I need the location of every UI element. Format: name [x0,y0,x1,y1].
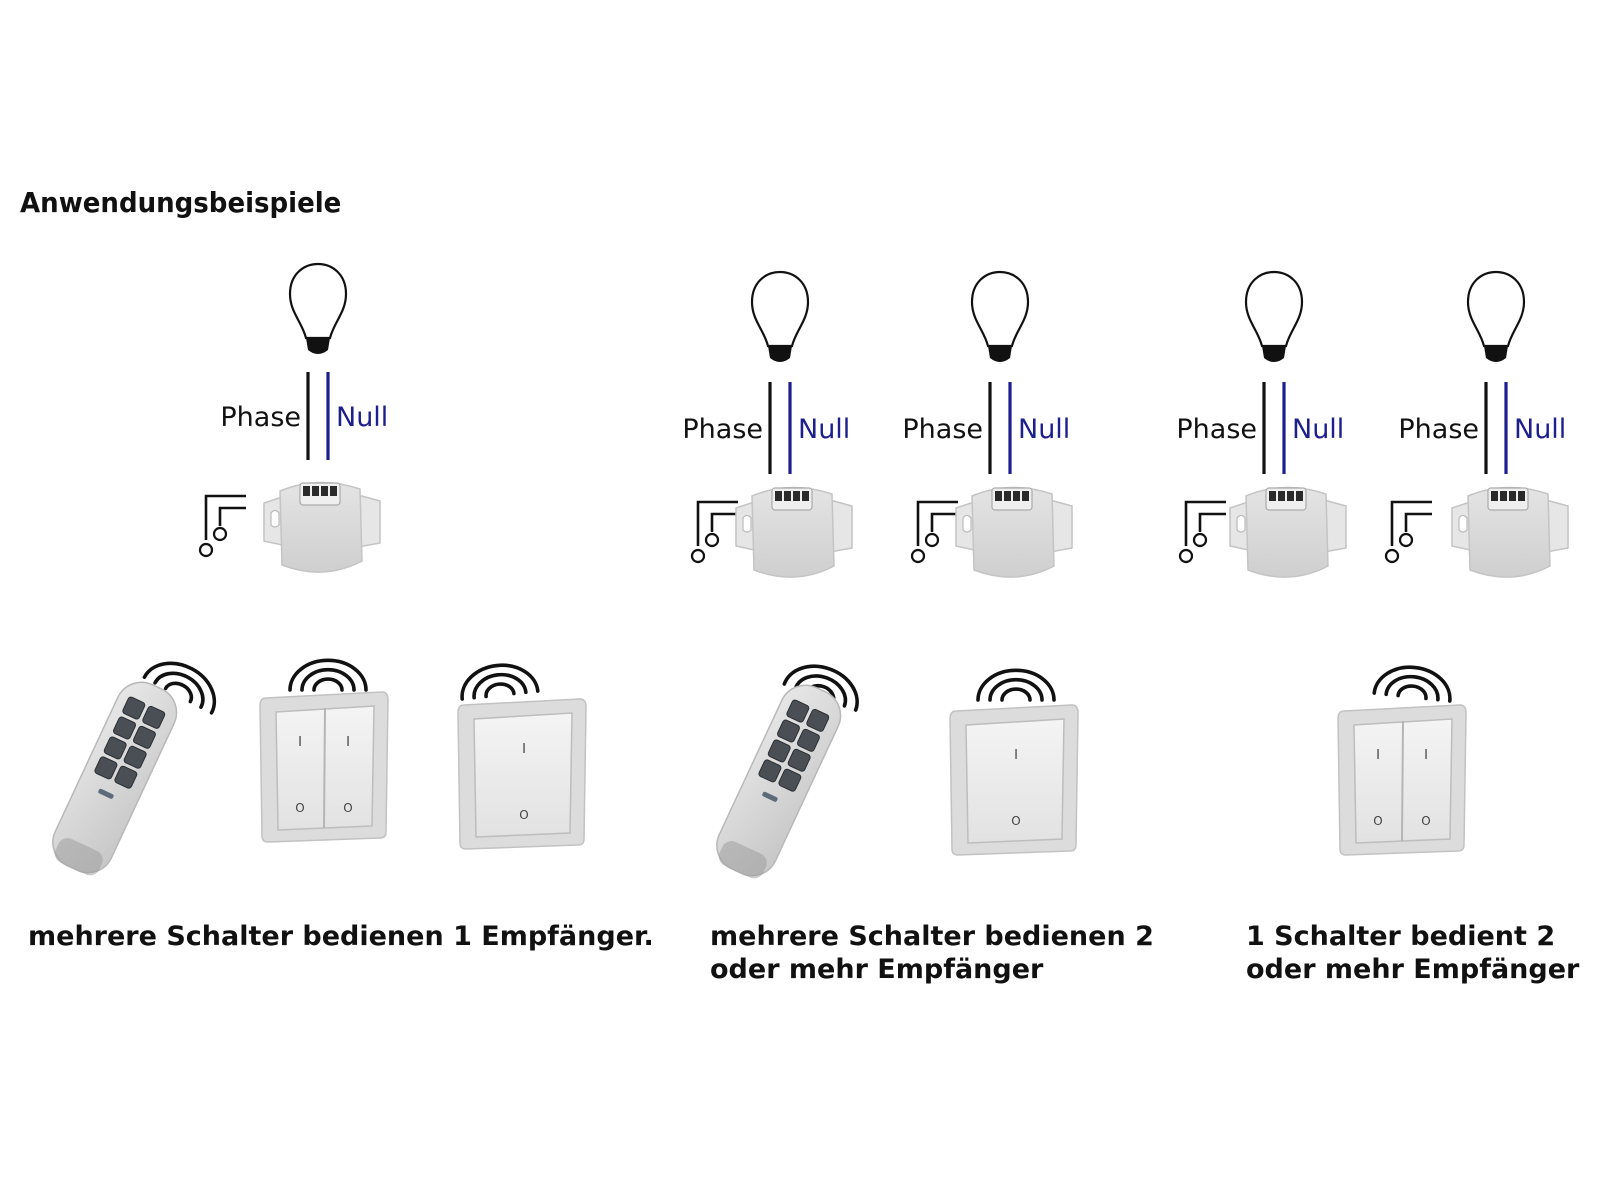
flush-mount-receiver [955,486,1073,578]
remote-key [777,719,800,743]
null-label: Null [1514,414,1566,445]
remote-key [103,736,127,760]
light-bulb-icon [288,262,348,354]
on-mark: I [1014,748,1018,763]
remote-key [786,699,810,723]
single-wall-switch: IO [949,704,1079,856]
remote-key [114,765,138,789]
caption-example-2: mehrere Schalter bedienen 2 oder mehr Em… [710,920,1154,986]
off-mark: O [1011,814,1020,828]
remote-key [796,728,820,752]
double-wall-switch: I O I O [1337,704,1467,856]
remote-key [778,768,802,792]
switch-contact-symbol-icon [910,500,958,564]
switch-contact-symbol-icon [198,494,246,558]
phase-label: Phase [1176,414,1257,445]
null-label: Null [1292,414,1344,445]
on-mark: I [1376,748,1380,763]
caption-line: mehrere Schalter bedienen 1 Empfänger. [28,921,654,952]
null-label: Null [1018,414,1070,445]
off-mark: O [343,801,352,815]
null-label: Null [336,402,388,433]
remote-key [787,748,811,772]
flush-mount-receiver [735,486,853,578]
on-mark: I [1424,748,1428,763]
off-mark: O [295,801,304,815]
caption-example-3: 1 Schalter bedient 2 oder mehr Empfänger [1246,920,1579,986]
phase-label: Phase [902,414,983,445]
caption-line: mehrere Schalter bedienen 2 [710,921,1154,952]
flush-mount-receiver [1229,486,1347,578]
wire-pair: Phase Null [682,382,850,474]
on-mark: I [346,735,350,750]
remote-key [122,696,146,720]
led-indicator [762,791,778,802]
radio-waves-icon [976,668,1056,702]
light-bulb-icon [750,270,810,362]
flush-mount-receiver [263,481,381,573]
remote-key [142,705,166,729]
remote-key [758,759,782,783]
flush-mount-receiver [1451,486,1569,578]
light-bulb-icon [970,270,1030,362]
switch-contact-symbol-icon [1178,500,1226,564]
caption-line: oder mehr Empfänger [710,954,1044,985]
off-mark: O [1373,814,1382,828]
caption-example-1: mehrere Schalter bedienen 1 Empfänger. [28,920,654,953]
double-wall-switch: I O I O [259,691,389,843]
remote-key [113,716,136,740]
off-mark: O [519,808,528,822]
caption-line: 1 Schalter bedient 2 [1246,921,1556,952]
null-label: Null [798,414,850,445]
off-mark: O [1421,814,1430,828]
led-indicator [98,788,114,799]
remote-key [132,725,156,749]
radio-waves-icon [288,658,368,692]
radio-waves-icon [1372,665,1452,703]
remote-key [123,745,147,769]
caption-line: oder mehr Empfänger [1246,954,1580,985]
remote-control [716,684,842,879]
single-wall-switch: IO [457,698,587,850]
switch-contact-symbol-icon [690,500,738,564]
radio-waves-icon [142,661,217,715]
on-mark: I [298,735,302,750]
on-mark: I [522,742,526,757]
wire-pair: Phase Null [1398,382,1566,474]
remote-key [94,756,118,780]
remote-control [52,681,178,876]
wire-pair: Phase Null [1176,382,1344,474]
light-bulb-icon [1466,270,1526,362]
phase-label: Phase [220,402,301,433]
switch-contact-symbol-icon [1384,500,1432,564]
light-bulb-icon [1244,270,1304,362]
remote-key [767,739,791,763]
remote-key [806,708,830,732]
radio-waves-icon [460,663,540,701]
wire-pair: Phase Null [902,382,1070,474]
page-title: Anwendungsbeispiele [20,186,342,219]
phase-label: Phase [682,414,763,445]
wire-pair: Phase Null [220,372,388,460]
phase-label: Phase [1398,414,1479,445]
